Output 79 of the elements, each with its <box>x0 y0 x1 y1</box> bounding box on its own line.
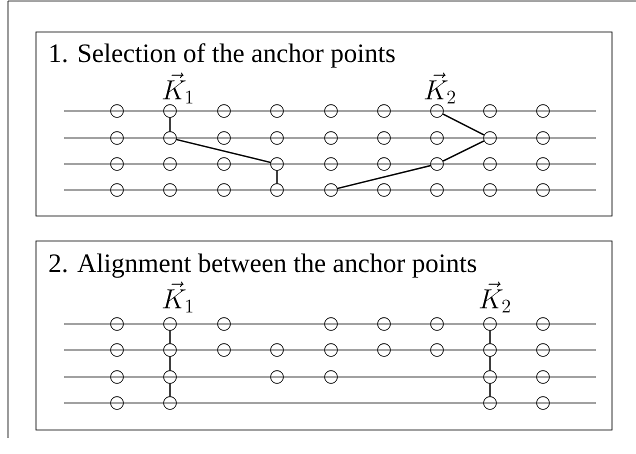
circle <box>163 317 177 331</box>
circle <box>377 131 391 145</box>
circle <box>324 183 338 197</box>
circle <box>430 317 444 331</box>
circle <box>270 183 284 197</box>
circle <box>270 104 284 118</box>
circle <box>483 396 497 410</box>
circle <box>324 370 338 384</box>
circle <box>324 343 338 357</box>
alignment-path <box>337 164 431 190</box>
circle <box>536 370 550 384</box>
circle <box>217 183 231 197</box>
alignment-path <box>169 384 171 396</box>
circle <box>217 157 231 171</box>
alignment-path <box>169 356 171 370</box>
circle <box>324 317 338 331</box>
alignment-path <box>276 170 278 184</box>
circle <box>483 104 497 118</box>
circle <box>163 183 177 197</box>
circle <box>110 317 124 331</box>
circle <box>536 183 550 197</box>
anchor-label: $\vec{K}_2$ <box>424 72 455 104</box>
circle <box>163 396 177 410</box>
anchor-label: $\vec{K}_1$ <box>162 72 192 104</box>
alignment-path <box>489 384 491 396</box>
circle <box>536 343 550 357</box>
circle <box>324 131 338 145</box>
circle <box>536 131 550 145</box>
circle <box>110 157 124 171</box>
circle <box>483 370 497 384</box>
circle <box>270 370 284 384</box>
circle <box>324 157 338 171</box>
circle <box>483 183 497 197</box>
circle <box>270 157 284 171</box>
circle <box>110 370 124 384</box>
circle <box>217 104 231 118</box>
circle <box>483 343 497 357</box>
circle <box>430 104 444 118</box>
alignment-path <box>489 356 491 370</box>
circle <box>430 183 444 197</box>
alignment-path <box>489 330 491 344</box>
circle <box>536 396 550 410</box>
circle <box>483 157 497 171</box>
alignment-path <box>169 118 171 132</box>
circle <box>163 157 177 171</box>
circle <box>110 104 124 118</box>
anchor-label: $\vec{K}_1$ <box>162 282 192 312</box>
circle <box>217 343 231 357</box>
circle <box>217 131 231 145</box>
circle <box>377 343 391 357</box>
circle <box>110 396 124 410</box>
circle <box>377 104 391 118</box>
circle <box>110 343 124 357</box>
circle <box>110 131 124 145</box>
circle <box>377 317 391 331</box>
circle <box>536 317 550 331</box>
circle <box>536 157 550 171</box>
circle <box>163 343 177 357</box>
circle <box>324 104 338 118</box>
circle <box>163 370 177 384</box>
circle <box>270 343 284 357</box>
anchor-label: $\vec{K}_2$ <box>480 282 510 312</box>
circle <box>163 131 177 145</box>
alignment-path <box>176 138 271 164</box>
circle <box>217 317 231 331</box>
circle <box>163 104 177 118</box>
circle <box>536 104 550 118</box>
alignment-path <box>442 140 484 162</box>
circle <box>483 131 497 145</box>
circle <box>430 343 444 357</box>
circle <box>483 317 497 331</box>
circle <box>377 157 391 171</box>
circle <box>430 157 444 171</box>
circle <box>430 131 444 145</box>
alignment-path <box>169 330 171 344</box>
circle <box>110 183 124 197</box>
circle <box>377 183 391 197</box>
circle <box>270 131 284 145</box>
alignment-path <box>442 113 484 136</box>
